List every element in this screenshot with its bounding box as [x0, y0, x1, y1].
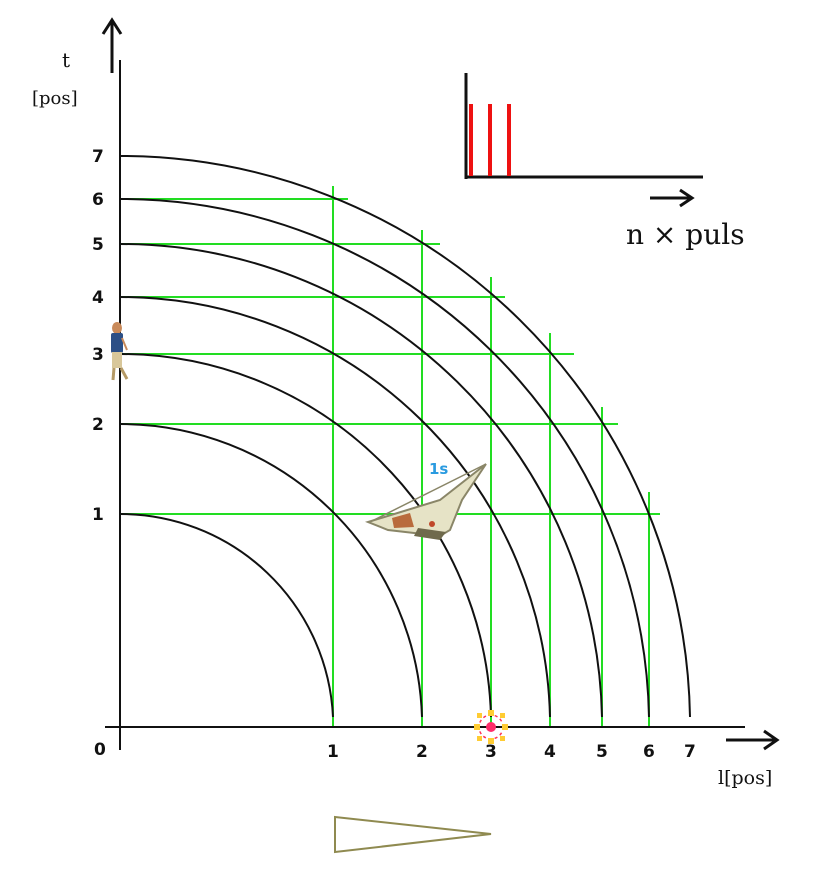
axes [101, 17, 780, 751]
x-tick-label: 2 [416, 742, 428, 762]
x-tick-label: 5 [596, 742, 608, 762]
x-tick-label: 1 [327, 742, 339, 762]
y-tick-labels: 1 2 3 4 5 6 7 [92, 147, 104, 525]
y-tick-label: 3 [92, 345, 104, 365]
green-grid [120, 186, 660, 727]
x-tick-labels: 1 2 3 4 5 6 7 [327, 742, 696, 762]
person-icon [111, 322, 129, 381]
wedge-shape [334, 815, 492, 854]
arc-3 [119, 353, 492, 718]
spark-icon [474, 710, 508, 744]
arc-7 [119, 155, 691, 718]
y-tick-label: 7 [92, 147, 104, 167]
arc-5 [119, 243, 603, 718]
y-axis-unit: [pos] [32, 88, 78, 109]
arc-4 [119, 296, 551, 718]
plane-label: 1s [429, 460, 448, 478]
y-tick-label: 2 [92, 415, 104, 435]
y-tick-label: 5 [92, 235, 104, 255]
x-tick-label: 3 [485, 742, 497, 762]
x-axis-label: l[pos] [718, 767, 772, 789]
pulse-caption: n × puls [626, 218, 745, 251]
spaceship-icon [364, 463, 487, 540]
x-tick-label: 4 [544, 742, 556, 762]
y-tick-label: 4 [92, 288, 104, 308]
pulse-arrow-icon [650, 188, 695, 208]
y-tick-label: 1 [92, 505, 104, 525]
x-tick-label: 6 [643, 742, 655, 762]
origin-label: 0 [94, 740, 106, 760]
arc-1 [119, 512, 334, 718]
quarter-circle-arcs [119, 155, 691, 718]
y-axis-arrow-icon [101, 17, 123, 73]
pulse-bars [469, 104, 511, 176]
y-tick-label: 6 [92, 190, 104, 210]
x-tick-label: 7 [684, 742, 696, 762]
y-axis-label: t [62, 48, 70, 72]
pulse-inset: n × puls [464, 73, 745, 251]
arc-6 [119, 198, 650, 718]
arc-2 [119, 423, 423, 718]
x-axis-arrow-icon [726, 729, 780, 751]
